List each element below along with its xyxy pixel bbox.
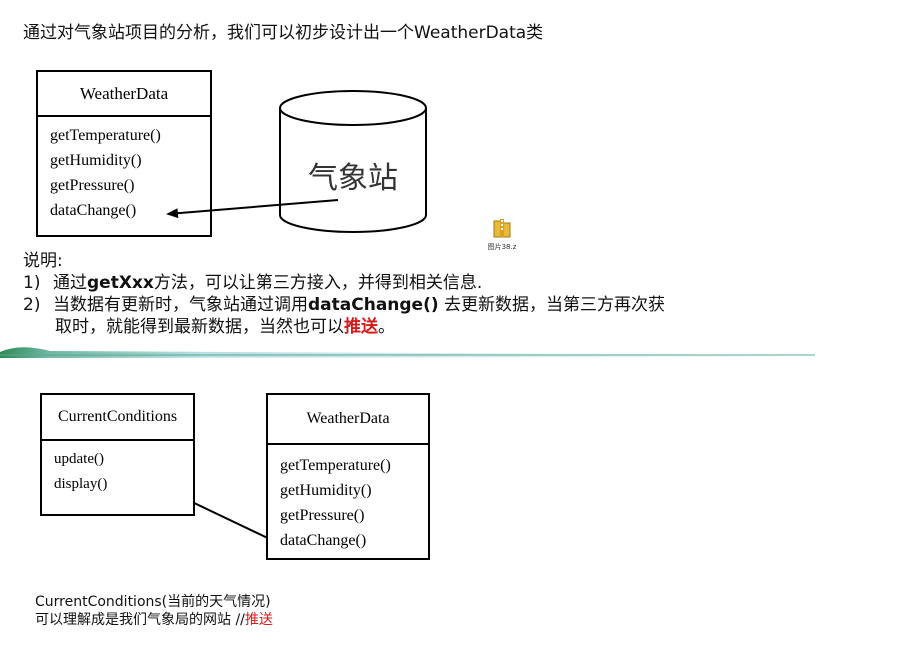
method-update: update() <box>54 451 104 467</box>
method-gettemperature-bottom: getTemperature() <box>280 457 391 474</box>
caption: CurrentConditions(当前的天气情况) 可以理解成是我们气象局的网… <box>35 593 273 629</box>
note-item-1-post: 方法，可以让第三方接入，并得到相关信息. <box>153 273 483 293</box>
weatherdata-class-box-bottom: WeatherData getTemperature() getHumidity… <box>266 393 430 560</box>
note-item-2-push-highlight: 推送 <box>344 317 378 337</box>
method-display: display() <box>54 476 108 492</box>
notes-heading: 说明: <box>23 251 63 271</box>
currentconditions-class-box: CurrentConditions update() display() <box>40 393 195 516</box>
zip-file-item[interactable]: 图片38.z <box>484 217 520 251</box>
currentconditions-class-title: CurrentConditions <box>42 395 193 441</box>
method-getpressure: getPressure() <box>50 177 135 194</box>
weatherdata-methods-bottom: getTemperature() getHumidity() getPressu… <box>268 445 428 553</box>
note-item-2-line2: 取时，就能得到最新数据，当然也可以推送。 <box>23 316 665 338</box>
method-datachange: dataChange() <box>50 202 137 219</box>
caption-line-2-pre: 可以理解成是我们气象局的网站 // <box>35 612 245 628</box>
note-item-1-pre: 通过 <box>53 273 87 293</box>
note-item-2-line2-post: 。 <box>378 317 395 337</box>
caption-line-2: 可以理解成是我们气象局的网站 //推送 <box>35 611 273 629</box>
currentconditions-methods: update() display() <box>42 441 193 497</box>
note-item-2: 2) 当数据有更新时，气象站通过调用dataChange() 去更新数据，当第三方… <box>23 294 665 316</box>
caption-line-1: CurrentConditions(当前的天气情况) <box>35 594 271 610</box>
note-item-2-number: 2) <box>23 295 41 315</box>
intro-text-latin: WeatherData <box>414 23 527 43</box>
intro-text: 通过对气象站项目的分析，我们可以初步设计出一个WeatherData类 <box>23 18 543 43</box>
weatherdata-methods-top: getTemperature() getHumidity() getPressu… <box>38 117 210 223</box>
zip-file-icon <box>493 219 511 238</box>
notes-section: 说明: 1) 通过getXxx方法，可以让第三方接入，并得到相关信息. 2) 当数据… <box>23 250 665 338</box>
method-getpressure-bottom: getPressure() <box>280 507 365 524</box>
method-gethumidity-bottom: getHumidity() <box>280 482 372 499</box>
intro-text-before: 通过对气象站项目的分析，我们可以初步设计出一个 <box>23 23 414 43</box>
datachange-arrow-top <box>166 199 339 219</box>
weatherdata-class-title-bottom: WeatherData <box>268 395 428 445</box>
note-item-2-pre: 当数据有更新时，气象站通过调用 <box>53 295 308 315</box>
intro-text-after: 类 <box>526 23 544 43</box>
caption-push-highlight: 推送 <box>244 612 273 628</box>
note-item-2-post: 去更新数据，当第三方再次获 <box>438 295 666 315</box>
note-item-2-bold: dataChange() <box>308 295 439 315</box>
section-divider <box>0 347 815 358</box>
weatherdata-class-title-top: WeatherData <box>38 72 210 117</box>
weather-station-label: 气象站 <box>308 161 398 196</box>
note-item-2-line2-pre: 取时，就能得到最新数据，当然也可以 <box>55 317 344 337</box>
note-item-1-number: 1) <box>23 273 41 293</box>
zip-file-label: 图片38.z <box>487 243 517 251</box>
note-item-1: 1) 通过getXxx方法，可以让第三方接入，并得到相关信息. <box>23 272 665 294</box>
method-gethumidity: getHumidity() <box>50 152 142 169</box>
note-item-1-bold: getXxx <box>87 273 154 293</box>
method-gettemperature: getTemperature() <box>50 127 161 144</box>
method-datachange-bottom: dataChange() <box>280 532 367 549</box>
weatherdata-class-box-top: WeatherData getTemperature() getHumidity… <box>36 70 212 237</box>
